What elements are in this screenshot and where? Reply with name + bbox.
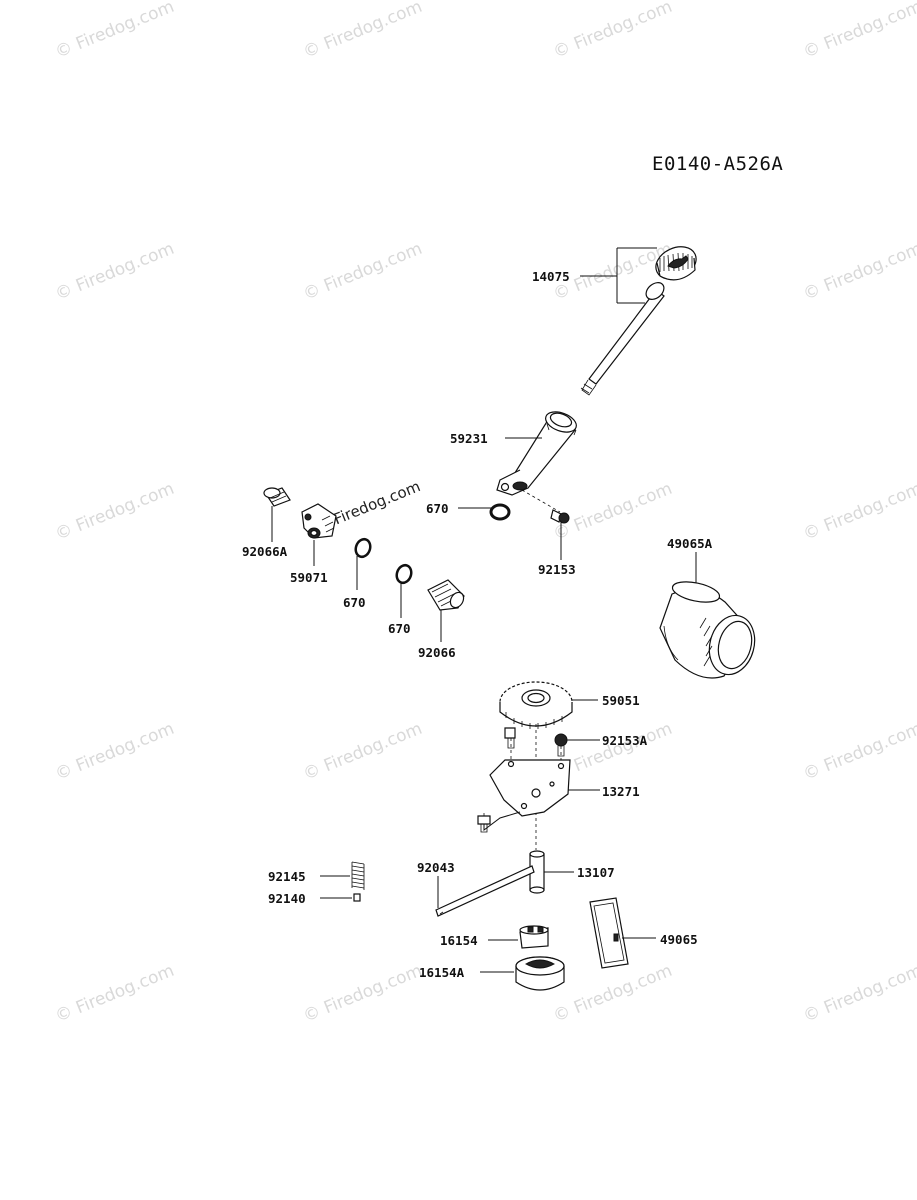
part-ball-92140[interactable] [353,893,361,902]
watermark: © Firedog.com [800,719,917,785]
part-label-92043[interactable]: 92043 [417,860,455,875]
part-label-92153A[interactable]: 92153A [602,733,648,748]
part-label-16154A[interactable]: 16154A [419,965,465,980]
part-bolt-92153[interactable] [550,509,570,524]
part-plug-92066[interactable] [427,579,466,611]
part-label-92140[interactable]: 92140 [268,891,306,906]
watermark: © Firedog.com [52,0,177,63]
leader-14075 [580,247,657,304]
part-label-670[interactable]: 670 [426,501,449,516]
part-pump-plate-13271[interactable] [489,759,571,817]
assembly-guide-line [521,489,561,513]
leader-13271 [483,789,600,831]
part-outer-rotor-16154A[interactable] [515,956,565,991]
watermark: © Firedog.com [550,961,675,1027]
part-spring-92145[interactable] [351,861,365,890]
watermark: © Firedog.com [800,0,917,63]
watermark: © Firedog.com [52,239,177,305]
part-label-92066[interactable]: 92066 [418,645,456,660]
watermark: © Firedog.com [800,961,917,1027]
watermark: © Firedog.com [800,479,917,545]
part-shaft-13107[interactable] [529,850,545,894]
part-label-14075[interactable]: 14075 [532,269,570,284]
part-shaft-92043[interactable] [435,865,535,917]
part-label-49065[interactable]: 49065 [660,932,698,947]
watermark: © Firedog.com [300,239,425,305]
watermark: © Firedog.com [550,0,675,63]
part-pressure-switch-59071[interactable] [301,503,337,539]
assembly-guide-line [483,724,562,850]
part-label-670[interactable]: 670 [388,621,411,636]
part-label-92153[interactable]: 92153 [538,562,576,577]
part-o-ring-670[interactable] [394,563,413,585]
part-label-59051[interactable]: 59051 [602,693,640,708]
part-label-670[interactable]: 670 [343,595,366,610]
watermark: © Firedog.com [300,0,425,63]
watermark-layer: © Firedog.com © Firedog.com © Firedog.co… [52,0,917,1027]
part-rotor-16154[interactable] [519,925,549,949]
part-label-49065A[interactable]: 49065A [667,536,713,551]
part-label-59071[interactable]: 59071 [290,570,328,585]
part-oil-filler-tube-59231[interactable] [496,408,579,496]
watermark: © Firedog.com [550,479,675,545]
part-label-16154[interactable]: 16154 [440,933,478,948]
part-o-ring-670[interactable] [353,537,372,559]
diagram-code: E0140-A526A [652,153,783,175]
part-label-92066A[interactable]: 92066A [242,544,288,559]
part-dipstick-14075[interactable] [580,241,701,396]
watermark: © Firedog.com [52,961,177,1027]
part-label-59231[interactable]: 59231 [450,431,488,446]
watermark: © Firedog.com [300,719,425,785]
part-label-13271[interactable]: 13271 [602,784,640,799]
part-oil-filter-49065A[interactable] [659,578,761,679]
part-label-13107[interactable]: 13107 [577,865,615,880]
watermark: © Firedog.com [800,239,917,305]
part-plug-92066A[interactable] [263,487,291,507]
watermark: © Firedog.com [52,719,177,785]
part-gear-59051[interactable] [499,681,573,729]
part-label-92145[interactable]: 92145 [268,869,306,884]
part-bolt-92153A[interactable] [477,727,568,833]
part-filter-element-49065[interactable] [589,897,629,969]
watermark: © Firedog.com [52,479,177,545]
part-o-ring-670[interactable] [489,503,511,521]
watermark: © Firedog.com [300,961,425,1027]
